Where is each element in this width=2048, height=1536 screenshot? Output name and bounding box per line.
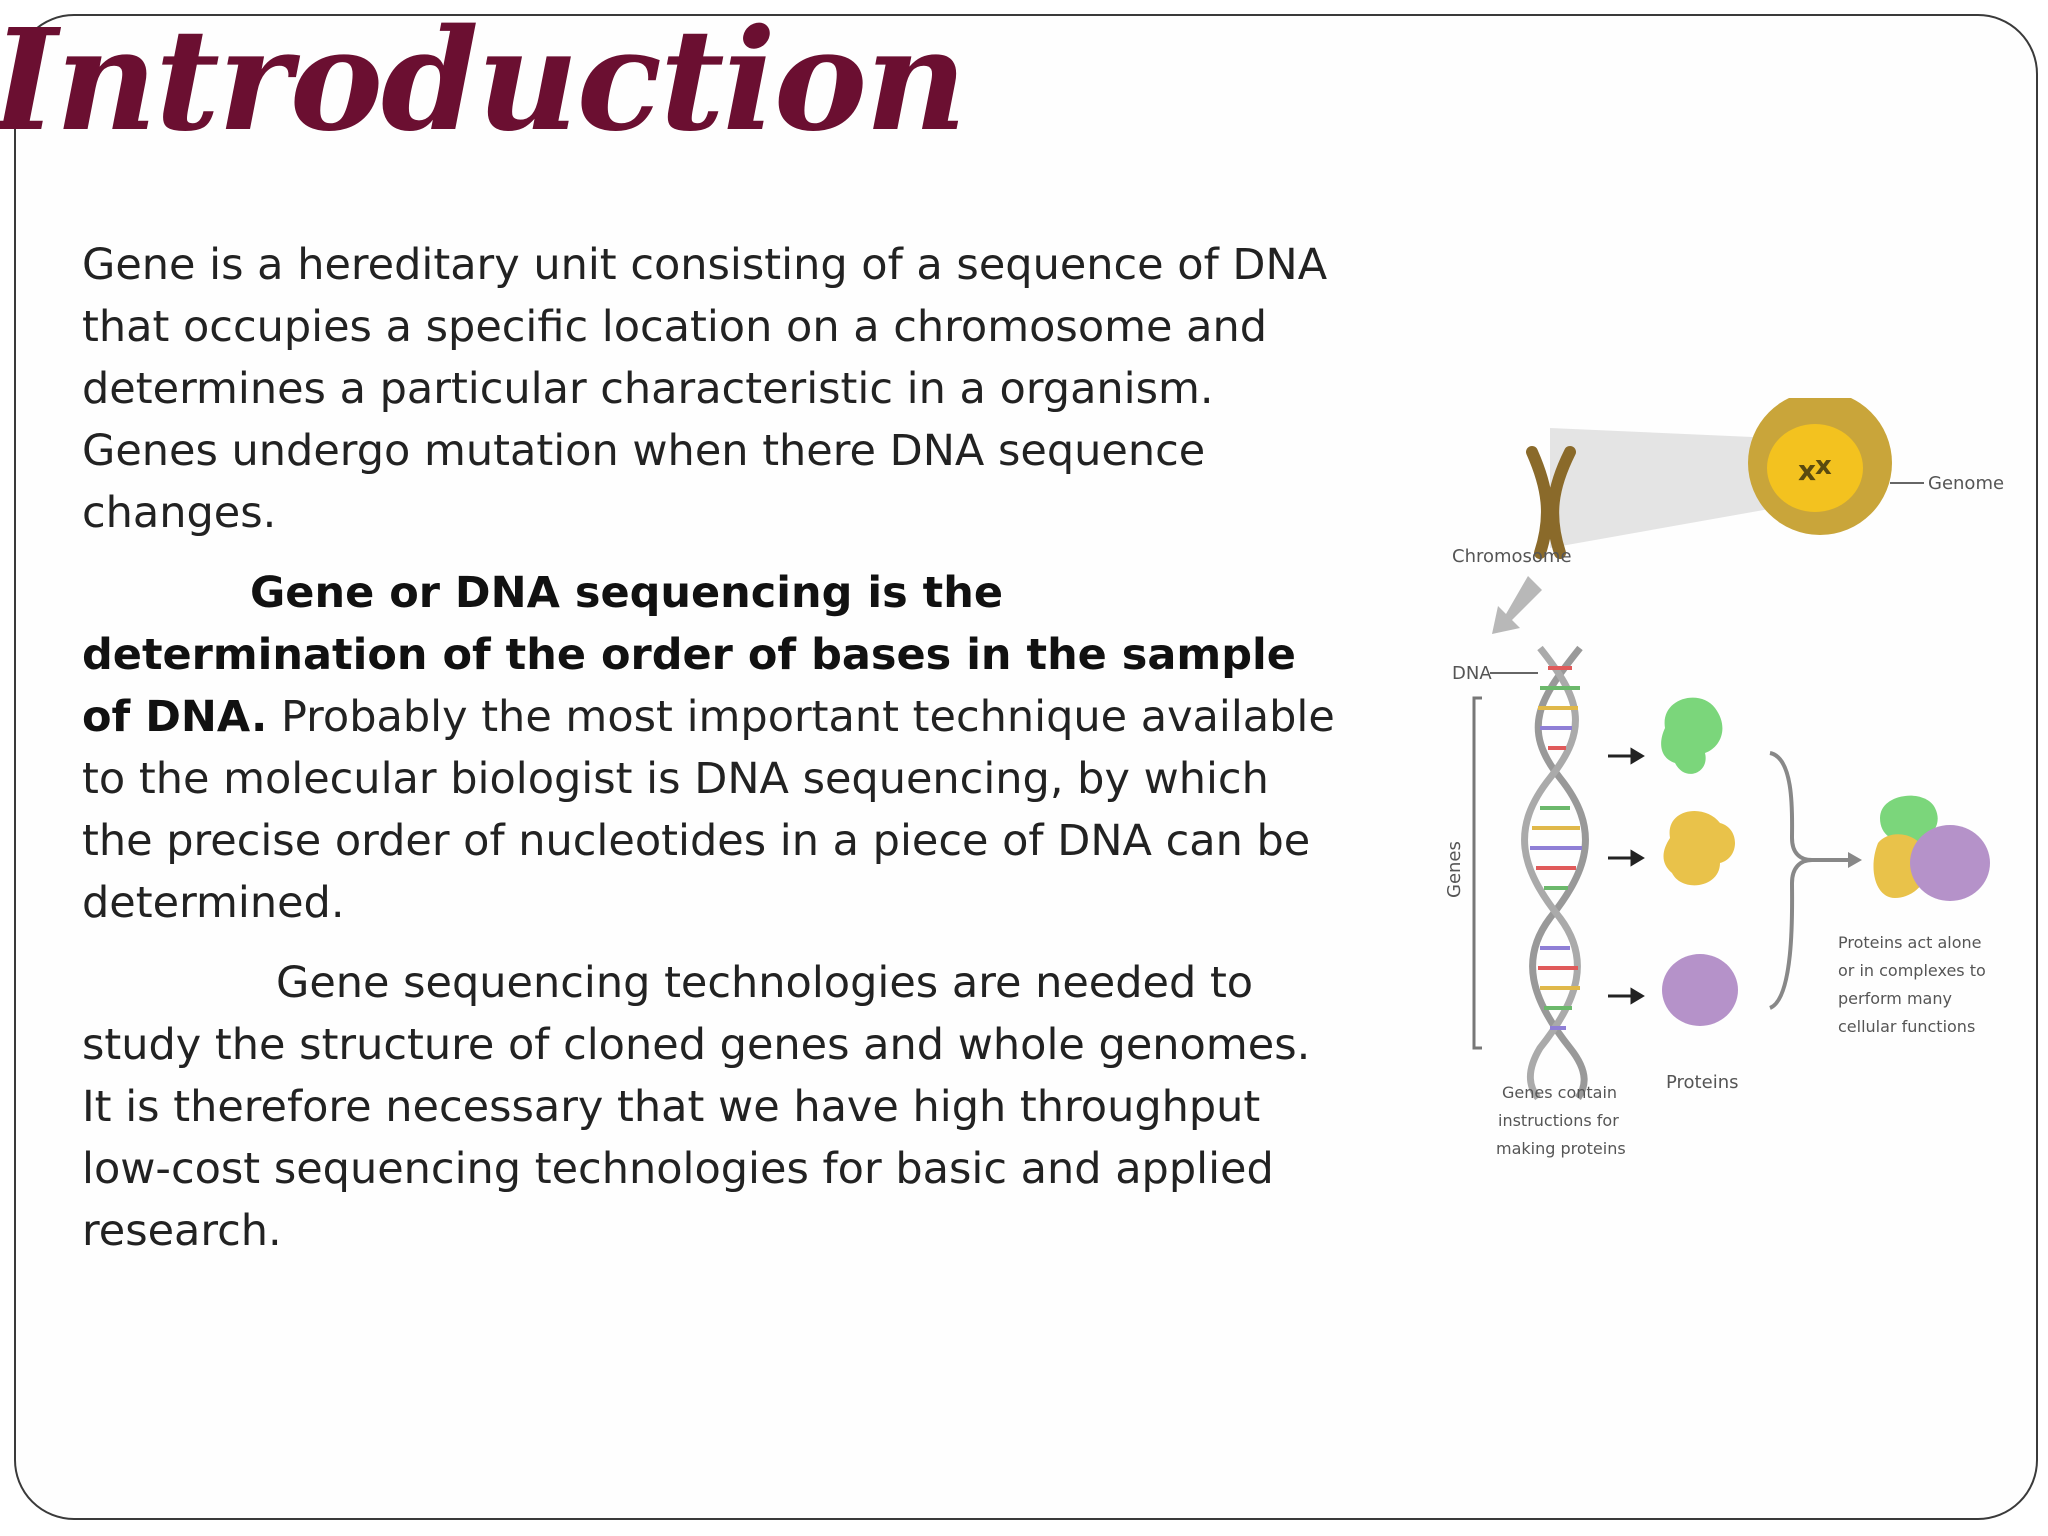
protein-yellow-icon bbox=[1663, 811, 1735, 886]
caption-genes-line1: Genes contain bbox=[1502, 1083, 1617, 1102]
label-chromosome: Chromosome bbox=[1452, 546, 1572, 567]
paragraph-dna-sequencing-bold: Gene or DNA sequencing is the determinat… bbox=[82, 568, 1296, 742]
label-genome: Genome bbox=[1928, 473, 2004, 494]
slide-body: Gene is a hereditary unit consisting of … bbox=[82, 234, 1352, 1262]
paragraph-dna-sequencing-rest: Probably the most important technique av… bbox=[82, 692, 1335, 928]
protein-green-icon bbox=[1661, 697, 1723, 774]
zoom-beam bbox=[1550, 428, 1775, 548]
genes-bracket bbox=[1472, 696, 1482, 1050]
slide-title: Introduction bbox=[0, 0, 967, 163]
nucleus-chromosomes-icon-2: x bbox=[1815, 451, 1832, 481]
protein-purple-icon bbox=[1662, 954, 1738, 1026]
caption-proteins-line2: or in complexes to bbox=[1838, 961, 1986, 980]
nucleus-icon bbox=[1767, 424, 1863, 512]
paragraph-sequencing-technologies: Gene sequencing technologies are needed … bbox=[82, 952, 1352, 1262]
complex-purple-icon bbox=[1910, 825, 1990, 901]
caption-proteins-line1: Proteins act alone bbox=[1838, 933, 1982, 952]
paragraph-sequencing-technologies-text: Gene sequencing technologies are needed … bbox=[82, 958, 1311, 1256]
caption-proteins-line4: cellular functions bbox=[1838, 1017, 1975, 1036]
gene-to-protein-arrows bbox=[1608, 747, 1645, 1005]
caption-genes-line2: instructions for bbox=[1498, 1111, 1619, 1130]
zoom-arrow-icon bbox=[1492, 576, 1542, 634]
nucleus-chromosomes-icon: x bbox=[1798, 454, 1816, 487]
paragraph-gene-definition: Gene is a hereditary unit consisting of … bbox=[82, 240, 1328, 538]
caption-proteins-line3: perform many bbox=[1838, 989, 1952, 1008]
dna-base-pairs bbox=[1530, 666, 1582, 1030]
complex-green-icon bbox=[1880, 795, 1938, 843]
paragraph-dna-sequencing: Gene or DNA sequencing is the determinat… bbox=[82, 562, 1352, 934]
dna-strand-b bbox=[1521, 645, 1581, 1101]
complex-arrow-icon bbox=[1812, 852, 1862, 868]
protein-brace bbox=[1768, 751, 1813, 1010]
label-proteins: Proteins bbox=[1666, 1072, 1738, 1093]
label-dna: DNA bbox=[1452, 663, 1492, 684]
chromosome-icon bbox=[1526, 446, 1576, 559]
label-genes: Genes bbox=[1444, 841, 1465, 898]
gene-to-protein-diagram: x x Genome Chromosome DNA Genes bbox=[1444, 398, 2004, 1158]
caption-genes-line3: making proteins bbox=[1496, 1139, 1626, 1158]
dna-strand-a bbox=[1529, 645, 1589, 1101]
